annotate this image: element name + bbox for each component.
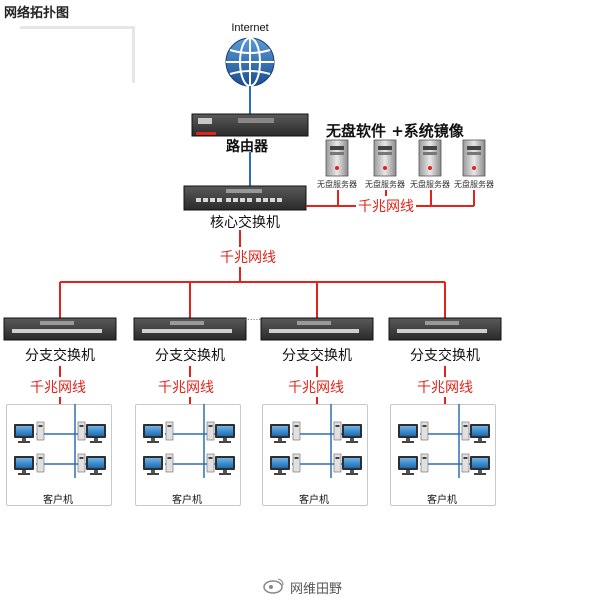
server-icon <box>418 139 442 177</box>
branch-client-links <box>59 366 446 404</box>
core-link-label: 千兆网线 <box>218 247 278 267</box>
diagram-title: 网络拓扑图 <box>4 6 70 21</box>
branch-switch-device-icon <box>388 317 502 341</box>
branch-switch-device-icon <box>3 317 117 341</box>
server-label: 无盘服务器 <box>365 180 405 189</box>
client-group-box <box>262 404 368 506</box>
branch-link-label: 千兆网线 <box>28 377 88 397</box>
branch-switch-device-icon <box>133 317 247 341</box>
branch-link-label: 千兆网线 <box>286 377 346 397</box>
ellipsis-mark: ...... <box>244 313 262 323</box>
watermark-text: 网维田野 <box>290 582 343 597</box>
core-switch-label: 核心交换机 <box>210 215 280 231</box>
branch-switch-label: 分支交换机 <box>282 348 352 364</box>
internet-label: Internet <box>231 22 269 34</box>
client-group-label: 客户机 <box>43 495 73 506</box>
weibo-logo-icon <box>263 578 284 594</box>
router-device-icon <box>191 113 309 137</box>
server-icon <box>325 139 349 177</box>
decorative-frame-corner <box>20 26 135 83</box>
client-group-label: 客户机 <box>172 495 202 506</box>
router-label: 路由器 <box>226 139 268 155</box>
client-group-label: 客户机 <box>427 495 457 506</box>
server-icon <box>462 139 486 177</box>
branch-link-label: 千兆网线 <box>156 377 216 397</box>
branch-switch-label: 分支交换机 <box>410 348 480 364</box>
branch-switch-label: 分支交换机 <box>155 348 225 364</box>
server-label: 无盘服务器 <box>317 180 357 189</box>
core-branch-links <box>59 230 446 318</box>
client-group-box <box>135 404 241 506</box>
branch-switch-device-icon <box>260 317 374 341</box>
client-group-box <box>390 404 496 506</box>
diskless-title: 无盘软件 +系统镜像 <box>326 122 464 140</box>
server-label: 无盘服务器 <box>410 180 450 189</box>
server-label: 无盘服务器 <box>454 180 494 189</box>
client-group-box <box>6 404 112 506</box>
core-switch-device-icon <box>183 185 307 211</box>
internet-globe-icon <box>225 37 275 87</box>
server-icon <box>373 139 397 177</box>
client-group-label: 客户机 <box>299 495 329 506</box>
server-link-label: 千兆网线 <box>356 196 416 216</box>
branch-switch-label: 分支交换机 <box>25 348 95 364</box>
branch-link-label: 千兆网线 <box>415 377 475 397</box>
